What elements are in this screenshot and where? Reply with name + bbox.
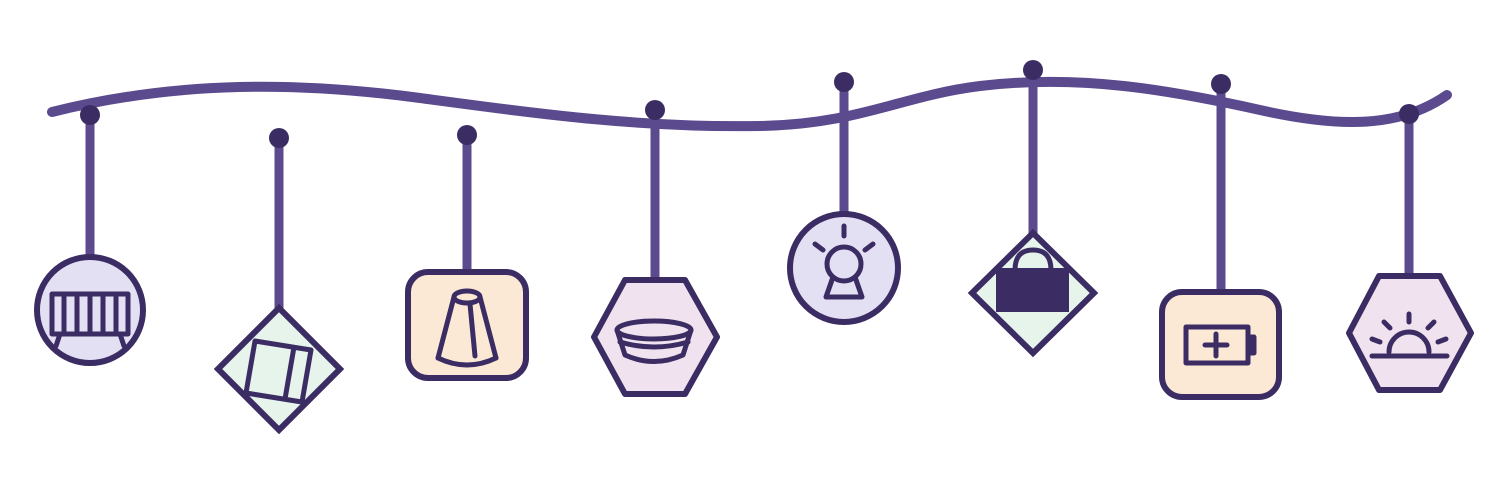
hanger-knob: [645, 100, 665, 120]
traffic-cone-icon: [435, 288, 499, 368]
sunrise-icon: [1369, 311, 1450, 359]
hanger-knob: [834, 72, 854, 92]
ornament-picture-frame: [213, 128, 345, 435]
hanger-knob: [1399, 104, 1419, 124]
hanger-knob: [1211, 74, 1231, 94]
battery-charging-icon: [1183, 324, 1257, 366]
ornament-battery: [1159, 74, 1282, 400]
ornament-bowl: [591, 100, 720, 397]
bowl-icon: [614, 318, 694, 364]
picture-frame-icon: [243, 338, 314, 405]
ornament-frame-rounded-square: [405, 269, 529, 381]
hanger-knob: [80, 105, 100, 125]
ornament-handbag: [967, 60, 1099, 358]
ornament-frame-diamond: [213, 303, 345, 435]
ornament-sunrise: [1346, 104, 1474, 393]
ornament-crystal-ball: [787, 72, 901, 325]
ornament-crib: [34, 105, 146, 366]
crystal-ball-icon: [812, 223, 876, 300]
hanger-knob: [269, 128, 289, 148]
garland-string: [47, 76, 1452, 132]
ornament-frame-circle: [787, 211, 901, 325]
hanger-knob: [457, 125, 477, 145]
ornament-cone: [405, 125, 529, 381]
handbag-icon: [996, 247, 1069, 312]
hanger-knob: [1023, 60, 1043, 80]
crib-icon: [49, 291, 131, 349]
